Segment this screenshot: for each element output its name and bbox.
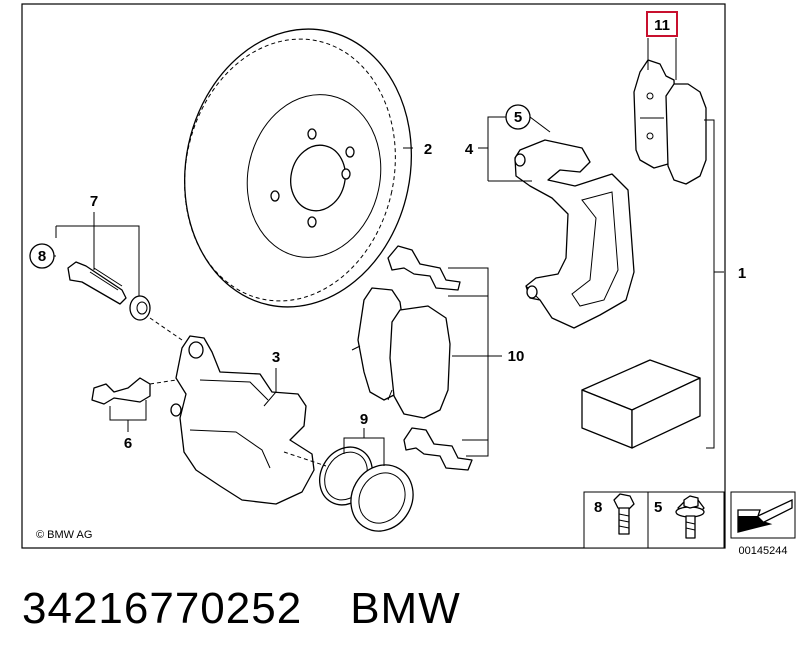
hex-bolt-icon	[613, 493, 635, 535]
caliper-bolt	[67, 261, 151, 321]
brake-disc	[183, 28, 413, 308]
fastener-legend: 8 5	[583, 491, 725, 549]
brake-parts-diagram: 2 4 5 7 8 1 3 10 9 6 11 © BMW AG 8 5	[21, 3, 796, 557]
seal-kit	[319, 446, 414, 532]
callout-3: 3	[272, 349, 280, 366]
rear-brake-pads	[351, 287, 451, 419]
diagram-frame	[21, 3, 726, 549]
caliper-carrier	[514, 139, 635, 329]
bleeder-valve	[91, 377, 151, 405]
callout-5: 5	[514, 109, 522, 126]
part-number-caption: 34216770252 BMW	[22, 584, 461, 634]
callout-7: 7	[90, 193, 98, 210]
callout-2: 2	[424, 141, 432, 158]
kit-box	[581, 359, 701, 449]
callout-11-box	[646, 11, 678, 37]
part-number: 34216770252	[22, 584, 303, 633]
highlighted-pad-set	[633, 59, 707, 185]
copyright: © BMW AG	[36, 529, 92, 541]
brake-caliper	[170, 335, 315, 505]
callout-1: 1	[738, 265, 746, 282]
callout-8: 8	[38, 248, 46, 265]
callout-11: 11	[654, 17, 670, 34]
callout-10: 10	[508, 348, 525, 365]
anti-rattle-clips	[387, 245, 473, 471]
callout-6: 6	[124, 435, 132, 452]
brand-name: BMW	[350, 584, 461, 633]
legend-label-5: 5	[654, 499, 662, 516]
image-id: 00145244	[739, 545, 788, 557]
direction-arrow-icon	[730, 491, 796, 539]
callout-5-circle	[505, 104, 531, 130]
callout-9: 9	[360, 411, 368, 428]
flange-bolt-icon	[675, 495, 705, 539]
legend-label-8: 8	[594, 499, 602, 516]
callout-4: 4	[465, 141, 474, 158]
